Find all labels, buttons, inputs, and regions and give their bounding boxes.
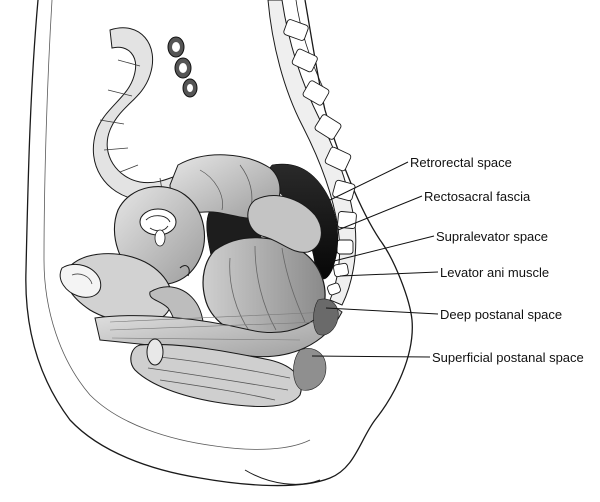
label-supralevator-space: Supralevator space [436, 229, 549, 244]
pubic-bone [59, 264, 102, 298]
buttock-crease [244, 469, 321, 485]
body-outline [25, 0, 413, 487]
sacrum-coccyx [267, 0, 357, 306]
leader-supralevator [329, 235, 435, 263]
leader-retrorectal [329, 161, 409, 201]
leader-rectosacral [337, 195, 423, 231]
anal-sphincter [130, 343, 302, 407]
leader-deep-postanal [325, 307, 439, 315]
label-retrorectal-space: Retrorectal space [410, 155, 512, 170]
inner-outline [43, 0, 311, 450]
rectum-upper [247, 195, 322, 253]
leader-superficial-postanal [311, 355, 431, 358]
leader-levator [339, 271, 439, 277]
label-levator-ani-muscle: Levator ani muscle [440, 265, 550, 280]
leader-lines [311, 161, 439, 358]
label-rectosacral-fascia: Rectosacral fascia [424, 189, 531, 204]
deep-postanal-space [313, 298, 339, 336]
label-deep-postanal-space: Deep postanal space [440, 307, 563, 322]
label-superficial-postanal-space: Superficial postanal space [432, 350, 584, 365]
superficial-postanal-space [293, 348, 327, 391]
perineal-body [146, 338, 164, 366]
